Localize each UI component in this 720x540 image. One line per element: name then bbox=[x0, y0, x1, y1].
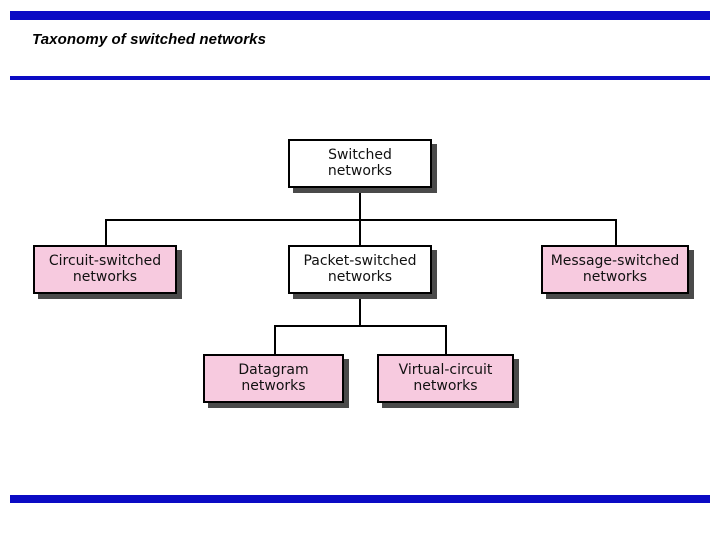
node-switched-networks[interactable]: Switched networks bbox=[288, 139, 432, 188]
top-accent-bar bbox=[10, 11, 710, 20]
node-switched-networks-line2: networks bbox=[327, 162, 393, 179]
edge-packet-switched-stem bbox=[359, 294, 361, 326]
page-title: Taxonomy of switched networks bbox=[32, 31, 267, 48]
node-packet-switched-networks[interactable]: Packet-switched networks bbox=[288, 245, 432, 294]
edge-drop-circuit-switched bbox=[105, 219, 107, 246]
node-packet-switched-networks-line2: networks bbox=[327, 268, 393, 285]
bottom-accent-bar bbox=[10, 495, 710, 503]
edge-level2-bus bbox=[274, 325, 447, 327]
edge-root-stem bbox=[359, 188, 361, 220]
node-message-switched-networks-line2: networks bbox=[582, 268, 648, 285]
node-switched-networks-line1: Switched bbox=[328, 146, 392, 163]
edge-drop-virtual-circuit bbox=[445, 325, 447, 354]
node-message-switched-networks[interactable]: Message-switched networks bbox=[541, 245, 689, 294]
node-circuit-switched-networks-line1: Circuit-switched bbox=[48, 252, 162, 269]
node-message-switched-networks-line1: Message-switched bbox=[550, 252, 680, 269]
node-circuit-switched-networks-line2: networks bbox=[72, 268, 138, 285]
node-virtual-circuit-networks[interactable]: Virtual-circuit networks bbox=[377, 354, 514, 403]
title-divider-bar bbox=[10, 76, 710, 80]
edge-level1-bus bbox=[105, 219, 617, 221]
edge-drop-packet-switched bbox=[359, 219, 361, 246]
node-packet-switched-networks-line1: Packet-switched bbox=[303, 252, 417, 269]
edge-drop-datagram bbox=[274, 325, 276, 354]
edge-drop-message-switched bbox=[615, 219, 617, 246]
node-datagram-networks[interactable]: Datagram networks bbox=[203, 354, 344, 403]
node-datagram-networks-line2: networks bbox=[241, 377, 306, 394]
node-circuit-switched-networks[interactable]: Circuit-switched networks bbox=[33, 245, 177, 294]
node-datagram-networks-line1: Datagram bbox=[238, 361, 309, 378]
node-virtual-circuit-networks-line1: Virtual-circuit bbox=[398, 361, 493, 378]
node-virtual-circuit-networks-line2: networks bbox=[413, 377, 478, 394]
